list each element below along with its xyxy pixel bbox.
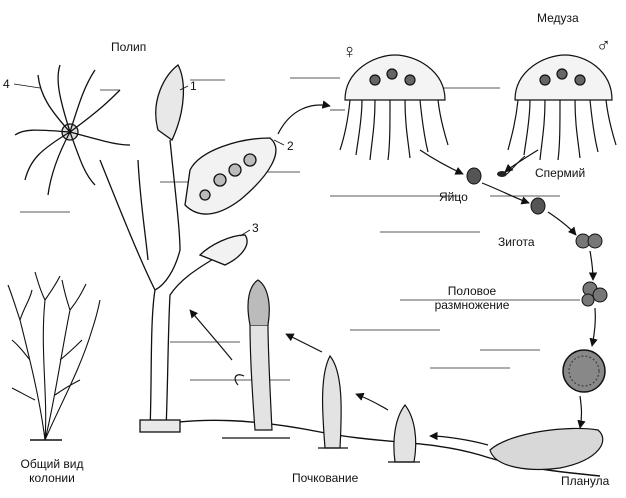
cycle-arrows [189, 100, 598, 446]
sexual-reproduction-label: Половое размножение [417, 284, 527, 312]
sexual-reproduction-line1: Половое [447, 284, 497, 298]
water-lines [20, 77, 580, 381]
sperm-cell [497, 155, 526, 177]
number-1: 1 [190, 79, 197, 93]
egg-cell [466, 167, 482, 185]
planula-larva [489, 427, 604, 470]
polyp-colony-drawing [14, 64, 277, 433]
colony-overview-drawing [7, 271, 101, 441]
female-medusa-drawing [339, 54, 449, 161]
egg-label: Яйцо [439, 190, 468, 204]
female-symbol-icon: ♀ [342, 41, 357, 63]
number-leaders [13, 83, 285, 237]
zygote-cell [530, 197, 546, 215]
budding-stage-3 [222, 279, 290, 439]
number-3: 3 [252, 221, 259, 235]
colony-line1: Общий вид [20, 457, 84, 471]
male-medusa-drawing [507, 54, 617, 161]
polyp-label: Полип [111, 40, 147, 54]
budding-label: Почкование [292, 471, 359, 485]
zygote-label: Зигота [498, 235, 535, 249]
number-2: 2 [287, 139, 294, 153]
two-cell-stage [575, 233, 603, 249]
male-symbol-icon: ♂ [596, 35, 611, 57]
number-4: 4 [3, 77, 10, 91]
four-cell-stage [581, 281, 608, 307]
budding-stage-2 [318, 354, 348, 449]
budding-stage-1 [388, 404, 420, 463]
sexual-reproduction-line2: размножение [434, 298, 510, 312]
colony-line2: колонии [29, 471, 75, 485]
sperm-label: Спермий [535, 166, 586, 180]
planula-label: Планула [561, 474, 610, 488]
medusa-label: Медуза [537, 11, 579, 25]
blastula-cell [562, 349, 606, 393]
colony-overview-label: Общий вид колонии [8, 457, 96, 485]
